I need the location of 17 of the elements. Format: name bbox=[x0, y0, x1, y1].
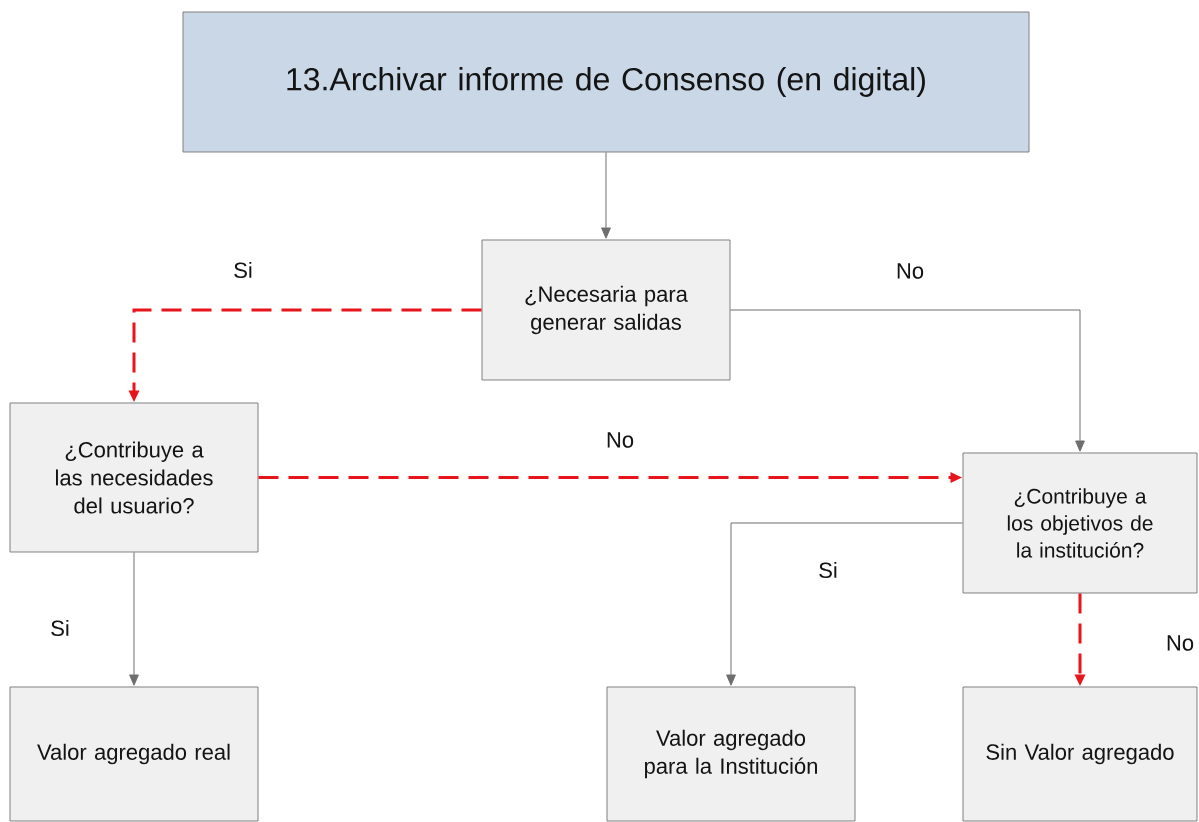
process-box: Valor agregado real bbox=[9, 686, 259, 822]
edge-label: No bbox=[1164, 634, 1196, 652]
process-box: Valor agregado para la Institución bbox=[606, 686, 856, 822]
arrow bbox=[129, 552, 139, 686]
title-box: 13.Archivar informe de Consenso (en digital) bbox=[182, 11, 1030, 153]
edge-label: No bbox=[894, 262, 926, 280]
process-box: ¿Necesaria para generar salidas bbox=[481, 239, 731, 381]
arrow bbox=[726, 522, 963, 686]
edge-label: Si bbox=[817, 560, 839, 580]
process-box: ¿Contribuye a los objetivos de la institución? bbox=[962, 452, 1198, 594]
edge-label: Si bbox=[49, 618, 71, 638]
arrow bbox=[601, 152, 611, 239]
arrow bbox=[730, 309, 1085, 452]
process-box: ¿Contribuye a las necesidades del usuario? bbox=[9, 402, 259, 553]
process-box: Sin Valor agregado bbox=[962, 686, 1198, 822]
edge-label: No bbox=[604, 431, 636, 449]
edge-label: Si bbox=[232, 260, 254, 280]
